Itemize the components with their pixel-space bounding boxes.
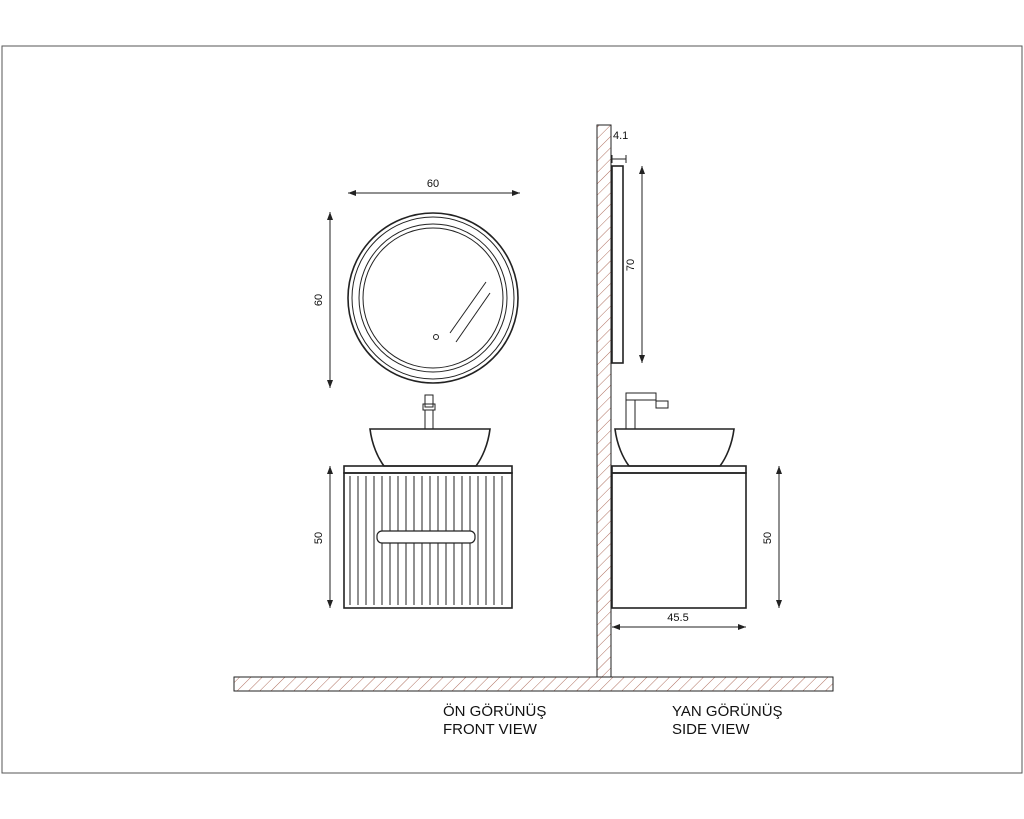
floor-section — [233, 676, 834, 692]
mirror-height-label: 60 — [313, 294, 325, 306]
front-cabinet-height-label: 50 — [313, 532, 325, 544]
side-mirror — [611, 165, 624, 364]
cabinet-depth-label: 45.5 — [667, 612, 688, 624]
mirror-thickness-label: 4.1 — [613, 130, 628, 142]
mirror-side-height-label: 70 — [625, 259, 637, 271]
side-view-caption-en: SIDE VIEW — [672, 721, 750, 738]
mirror-touch-sensor — [433, 334, 439, 340]
side-cabinet — [611, 472, 747, 609]
drawing-frame — [1, 45, 1023, 774]
side-basin — [614, 428, 735, 467]
cabinet-handle — [376, 530, 476, 544]
front-countertop — [343, 465, 513, 474]
mirror-width-label: 60 — [427, 178, 439, 190]
side-cabinet-height-label: 50 — [762, 532, 774, 544]
front-view-caption-en: FRONT VIEW — [443, 721, 538, 738]
side-view-caption-tr: YAN GÖRÜNÜŞ — [672, 702, 783, 720]
front-view-caption-tr: ÖN GÖRÜNÜŞ — [443, 702, 546, 720]
round-mirror — [347, 212, 519, 384]
side-faucet — [625, 392, 669, 430]
front-view: 60 60 50 — [313, 178, 520, 609]
wall-section — [596, 124, 612, 678]
front-cabinet — [343, 472, 513, 609]
front-basin — [369, 428, 491, 467]
side-view: 4.1 70 50 45.5 — [611, 130, 782, 630]
side-countertop — [611, 465, 747, 474]
front-faucet — [422, 394, 436, 430]
